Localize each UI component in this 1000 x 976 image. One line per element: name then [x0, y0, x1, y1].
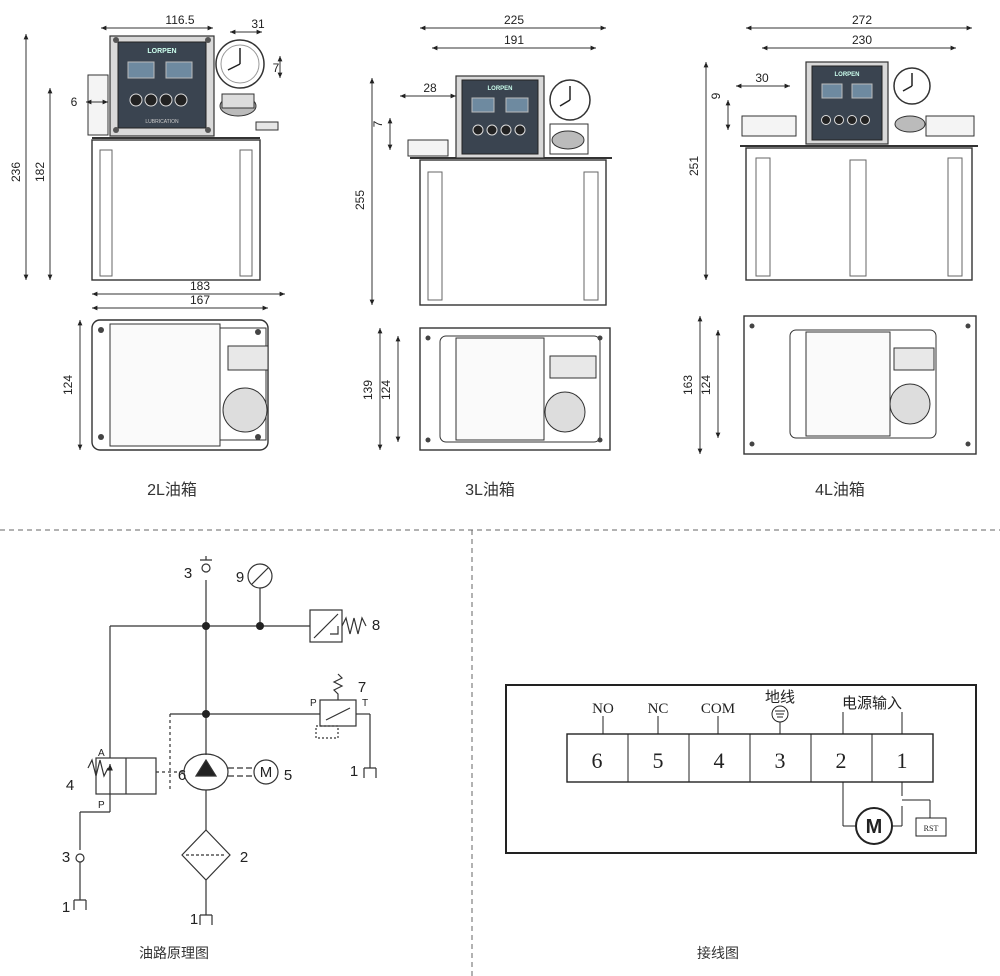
dim-3l-height: 255: [353, 190, 367, 210]
hyd-label-9: 9: [236, 569, 244, 586]
tank-2l-front-view: LORPEN LUBRICATION 116.5 31 7 6 236 182: [9, 13, 283, 281]
wiring-header-com: COM: [701, 701, 735, 717]
tank-3l-caption: 3L油箱: [465, 481, 515, 499]
dim-3l-top-depth-outer: 139: [361, 380, 375, 400]
hyd-label-3-bottom: 3: [62, 849, 70, 866]
tank-3l-top-view: 139 124: [361, 327, 611, 451]
hyd-label-1-right: 1: [350, 763, 358, 780]
dim-4l-offset: 30: [755, 71, 769, 85]
tank-2l-top-view: 183 167 124: [61, 279, 285, 451]
wiring-caption: 接线图: [697, 945, 739, 961]
hyd-label-1-left: 1: [62, 899, 70, 916]
dim-3l-width-outer: 225: [504, 13, 524, 27]
hyd-port-p2: P: [310, 698, 317, 709]
dim-2l-height-body: 182: [33, 162, 47, 182]
hyd-motor-letter: M: [260, 764, 273, 781]
dim-3l-top-depth-inner: 124: [379, 380, 393, 400]
dim-2l-top-outer: 183: [190, 279, 210, 293]
dim-4l-width-outer: 272: [852, 13, 872, 27]
dim-2l-height-total: 236: [9, 162, 23, 182]
hyd-label-3-top: 3: [184, 565, 192, 582]
hyd-port-a: A: [98, 748, 105, 759]
dim-3l-offset: 28: [423, 81, 437, 95]
wiring-rst-label: RST: [924, 824, 939, 833]
hyd-port-p: P: [98, 800, 105, 811]
hyd-label-6: 6: [178, 767, 186, 784]
wiring-motor-letter: M: [866, 816, 883, 838]
wiring-terminal-4: 4: [714, 748, 725, 773]
dim-2l-gauge-small: 7: [273, 61, 280, 75]
tank-2l-caption: 2L油箱: [147, 481, 197, 499]
hyd-label-5: 5: [284, 767, 292, 784]
hyd-label-1-bottom: 1: [190, 911, 198, 928]
wiring-header-power: 电源输入: [842, 695, 902, 712]
dim-4l-height: 251: [687, 156, 701, 176]
dim-4l-top-depth-inner: 124: [699, 375, 713, 395]
hydraulic-joints: [202, 622, 264, 718]
tank-2l-brand: LORPEN: [147, 48, 176, 55]
hydraulic-schematic: [73, 556, 377, 925]
hyd-port-t: T: [362, 698, 368, 709]
dim-3l-width-inner: 191: [504, 33, 524, 47]
tank-4l-caption: 4L油箱: [815, 481, 865, 499]
dim-2l-gauge: 31: [251, 17, 265, 31]
wiring-header-ground: 地线: [765, 689, 795, 706]
wiring-header-nc: NC: [648, 701, 669, 717]
dim-2l-top-depth: 124: [61, 375, 75, 395]
tank-4l-brand: LORPEN: [834, 72, 859, 78]
tank-3l-front-view: LORPEN 225 191 28 7 255: [353, 13, 612, 306]
dim-3l-bracket: 7: [371, 120, 385, 127]
hydraulic-caption: 油路原理图: [139, 945, 209, 961]
tank-4l-front-view: LORPEN 272 230 30 9 251: [687, 13, 978, 281]
dim-4l-width-inner: 230: [852, 33, 872, 47]
hyd-label-2: 2: [240, 849, 248, 866]
dim-2l-side: 6: [71, 95, 78, 109]
wiring-diagram: [505, 684, 977, 854]
wiring-terminal-6: 6: [592, 748, 603, 773]
dim-4l-top-depth-outer: 163: [681, 375, 695, 395]
hyd-label-8: 8: [372, 617, 380, 634]
hyd-label-7: 7: [358, 679, 366, 696]
wiring-terminal-5: 5: [653, 748, 664, 773]
tank-2l-panel-caption: LUBRICATION: [145, 119, 179, 125]
wiring-terminal-1: 1: [897, 748, 908, 773]
wiring-terminal-3: 3: [775, 748, 786, 773]
dim-2l-top-inner: 167: [190, 293, 210, 307]
tank-3l-brand: LORPEN: [487, 86, 512, 92]
tank-4l-top-view: 163 124: [681, 315, 977, 455]
dim-4l-bracket: 9: [709, 92, 723, 99]
dim-2l-width: 116.5: [165, 13, 194, 27]
hyd-label-4: 4: [66, 777, 74, 794]
wiring-header-no: NO: [592, 701, 614, 717]
wiring-terminal-2: 2: [836, 748, 847, 773]
